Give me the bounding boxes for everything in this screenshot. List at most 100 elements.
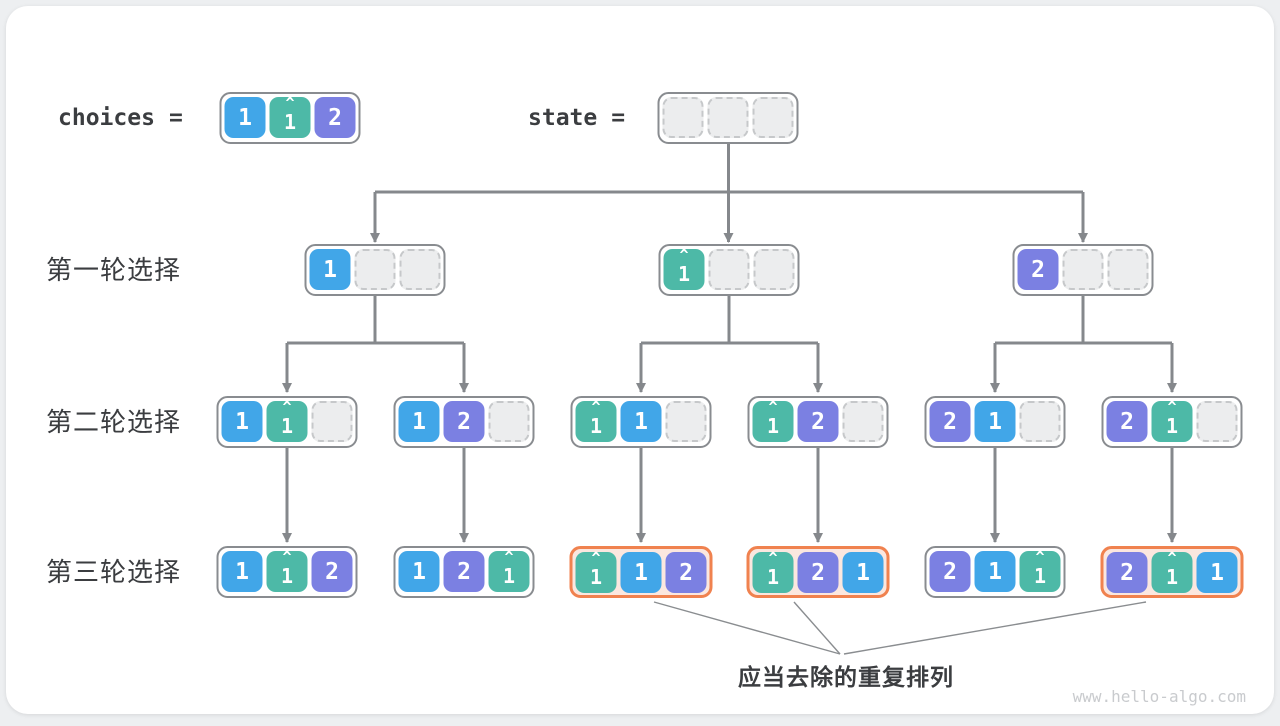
- hat-caret-icon: ^: [1035, 548, 1045, 566]
- value-cell-2: 2: [797, 552, 839, 593]
- empty-slot: [842, 401, 884, 442]
- cell-value: 1: [766, 414, 780, 438]
- value-cell-2: 2: [314, 97, 356, 138]
- state-node: 2 1^1: [924, 546, 1066, 598]
- cell-value: 1: [1165, 565, 1179, 589]
- cell-value: 1: [766, 565, 780, 589]
- hat-caret-icon: ^: [768, 549, 778, 567]
- row-label-round-3: 第三轮选择: [46, 557, 182, 587]
- value-cell-2: 2: [797, 401, 839, 442]
- value-cell-1-hat: ^1: [575, 549, 617, 593]
- cell-value: 1: [589, 565, 603, 589]
- hat-caret-icon: ^: [282, 398, 292, 416]
- cell-value: 1: [280, 564, 294, 588]
- hat-caret-icon: ^: [679, 246, 689, 264]
- value-cell-2: 2: [929, 401, 971, 442]
- empty-slot: [311, 401, 353, 442]
- empty-slot: [354, 249, 396, 290]
- value-cell-1: 1: [221, 401, 263, 442]
- choices-equals-sign: =: [168, 105, 183, 131]
- value-cell-1: 1: [620, 552, 662, 593]
- watermark: www.hello-algo.com: [1072, 687, 1246, 706]
- hat-caret-icon: ^: [768, 398, 778, 416]
- empty-slot: [707, 97, 749, 138]
- empty-slot: [1062, 249, 1104, 290]
- state-node: 1: [304, 244, 446, 296]
- state-node: 2^1: [1101, 396, 1243, 448]
- cell-value: 1: [280, 414, 294, 438]
- empty-slot: [708, 249, 750, 290]
- state-equals-sign: =: [611, 105, 626, 131]
- hat-caret-icon: ^: [1167, 549, 1177, 567]
- empty-slot: [1107, 249, 1149, 290]
- value-cell-1: 1: [221, 551, 263, 592]
- value-cell-1-hat: ^1: [1151, 398, 1193, 442]
- value-cell-1: 1: [974, 401, 1016, 442]
- row-label-round-2: 第二轮选择: [46, 407, 182, 437]
- value-cell-1-hat: ^1: [269, 94, 311, 138]
- value-cell-2: 2: [665, 552, 707, 593]
- hat-caret-icon: ^: [1167, 398, 1177, 416]
- empty-slot: [665, 401, 707, 442]
- value-cell-1-hat: ^1: [266, 398, 308, 442]
- value-cell-2: 2: [1106, 552, 1148, 593]
- hat-caret-icon: ^: [591, 549, 601, 567]
- tree-connectors: [282, 144, 1177, 655]
- state-header: state =: [528, 92, 625, 144]
- value-cell-2: 2: [443, 401, 485, 442]
- empty-slot: [753, 249, 795, 290]
- choices-label: choices: [58, 105, 155, 131]
- cell-value: 1: [283, 110, 297, 134]
- annotation-duplicate-label: 应当去除的重复排列: [738, 664, 954, 690]
- cell-value: 1: [589, 414, 603, 438]
- cell-value: 1: [502, 564, 516, 588]
- value-cell-2: 2: [929, 551, 971, 592]
- state-node: ^1: [658, 244, 800, 296]
- state-array-box: [657, 92, 799, 144]
- value-cell-1: 1: [398, 401, 440, 442]
- state-label: state: [528, 105, 598, 131]
- state-node: 2: [1012, 244, 1154, 296]
- hat-caret-icon: ^: [285, 94, 295, 112]
- empty-slot: [399, 249, 441, 290]
- value-cell-1-hat: ^1: [266, 548, 308, 592]
- value-cell-1: 1: [309, 249, 351, 290]
- hat-caret-icon: ^: [591, 398, 601, 416]
- value-cell-1: 1: [620, 401, 662, 442]
- empty-slot: [662, 97, 704, 138]
- value-cell-1-hat: ^1: [1019, 548, 1061, 592]
- value-cell-1: 1: [842, 552, 884, 593]
- value-cell-1-hat: ^1: [575, 398, 617, 442]
- cell-value: 1: [677, 262, 691, 286]
- cell-value: 1: [1033, 564, 1047, 588]
- choices-header: choices =: [58, 92, 183, 144]
- value-cell-1: 1: [398, 551, 440, 592]
- value-cell-2: 2: [311, 551, 353, 592]
- empty-slot: [488, 401, 530, 442]
- value-cell-2: 2: [1106, 401, 1148, 442]
- cell-value: 1: [1165, 414, 1179, 438]
- value-cell-1-hat: ^1: [752, 398, 794, 442]
- empty-slot: [752, 97, 794, 138]
- duplicate-pointer-lines: [653, 601, 1147, 655]
- row-label-round-1: 第一轮选择: [46, 255, 182, 285]
- value-cell-1-hat: ^1: [1151, 549, 1193, 593]
- state-node: 1^1: [216, 396, 358, 448]
- empty-slot: [1019, 401, 1061, 442]
- value-cell-1-hat: ^1: [663, 246, 705, 290]
- value-cell-1-hat: ^1: [488, 550, 530, 592]
- hat-caret-icon: ^: [282, 548, 292, 566]
- value-cell-1: 1: [1196, 552, 1238, 593]
- value-cell-2: 2: [443, 551, 485, 592]
- value-cell-1: 1: [224, 97, 266, 138]
